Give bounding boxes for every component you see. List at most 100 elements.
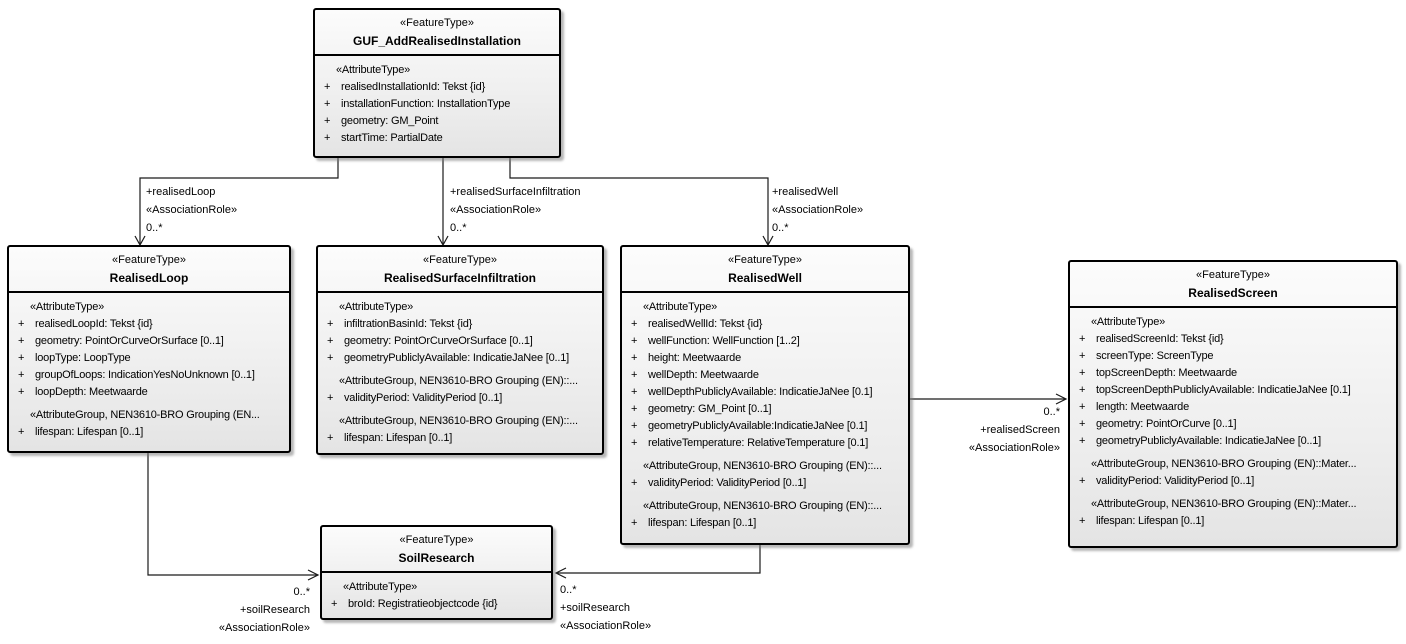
- visibility-marker: +: [327, 392, 334, 404]
- class-name: GUF_AddRealisedInstallation: [352, 34, 522, 48]
- attribute-row: +geometry: PointOrCurveOrSurface [0..1]: [318, 333, 602, 350]
- attribute-text: length: Meetwaarde: [1096, 401, 1190, 413]
- compartment-stereotype: «AttributeGroup, NEN3610-BRO Grouping (E…: [622, 498, 908, 515]
- stereotype-text: «AttributeGroup, NEN3610-BRO Grouping (E…: [339, 375, 578, 387]
- attribute-text: realisedLoopId: Tekst {id}: [35, 318, 153, 330]
- class-box-guf-add-realised-installation[interactable]: «FeatureType» GUF_AddRealisedInstallatio…: [313, 8, 561, 158]
- attribute-text: geometryPubliclyAvailable: IndicatieJaNe…: [344, 352, 569, 364]
- stereotype-text: «AttributeGroup, NEN3610-BRO Grouping (E…: [1091, 458, 1357, 470]
- arrowhead-left-icon: [554, 567, 567, 579]
- association-label-realised-well: +realisedWell «AssociationRole» 0..*: [772, 183, 863, 237]
- association-stereotype: «AssociationRole»: [560, 620, 652, 632]
- attributes-compartment: «AttributeType» + realisedScreenId: Tekst …: [1070, 308, 1396, 530]
- attribute-row: + lifespan: Lifespan [0..1]: [9, 424, 289, 441]
- visibility-marker: +: [18, 335, 25, 347]
- arrowhead-right-icon: [1055, 393, 1068, 405]
- association-stereotype: «AssociationRole»: [218, 622, 310, 634]
- association-multiplicity: 0..*: [1043, 406, 1060, 418]
- association-label-soil-research-from-loop: 0..* +soilResearch «AssociationRole»: [160, 583, 310, 637]
- compartment-stereotype: «AttributeType»: [1070, 314, 1396, 331]
- visibility-marker: +: [331, 598, 338, 610]
- class-header: «FeatureType» SoilResearch: [322, 527, 551, 573]
- visibility-marker: +: [1079, 475, 1086, 487]
- visibility-marker: +: [631, 437, 638, 449]
- compartment-stereotype: «AttributeType»: [622, 299, 908, 316]
- class-header: «FeatureType» RealisedScreen: [1070, 262, 1396, 308]
- association-role-name: +realisedScreen: [980, 424, 1060, 436]
- class-name: RealisedSurfaceInfiltration: [383, 271, 537, 285]
- visibility-marker: +: [324, 132, 331, 144]
- visibility-marker: +: [1079, 384, 1086, 396]
- association-multiplicity: 0..*: [146, 222, 163, 234]
- association-label-realised-screen: 0..* +realisedScreen «AssociationRole»: [900, 403, 1060, 457]
- attribute-row: +geometry: GM_Point: [315, 113, 559, 130]
- attributes-compartment: «AttributeType» + realisedLoopId: Tekst {i…: [9, 293, 289, 441]
- association-line-soil-research-from-well: [554, 545, 761, 579]
- visibility-marker: +: [631, 420, 638, 432]
- stereotype-text: «AttributeGroup, NEN3610-BRO Grouping (E…: [339, 415, 578, 427]
- association-multiplicity: 0..*: [772, 222, 789, 234]
- compartment-stereotype: «AttributeGroup, NEN3610-BRO Grouping (E…: [318, 413, 602, 430]
- visibility-marker: +: [631, 318, 638, 330]
- class-box-realised-screen[interactable]: «FeatureType» RealisedScreen «AttributeT…: [1068, 260, 1398, 548]
- visibility-marker: +: [324, 98, 331, 110]
- attribute-row: +broId: Registratieobjectcode {id}: [322, 596, 551, 613]
- attribute-row: +geometryPubliclyAvailable:IndicatieJaNe…: [622, 418, 908, 435]
- attribute-text: realisedInstallationId: Tekst {id}: [341, 81, 486, 93]
- class-box-soil-research[interactable]: «FeatureType» SoilResearch «AttributeTyp…: [320, 525, 553, 620]
- association-line-realised-surface-infiltration: [437, 158, 449, 247]
- attribute-text: screenType: ScreenType: [1096, 350, 1214, 362]
- attribute-text: validityPeriod: ValidityPeriod [0..1]: [1096, 475, 1255, 487]
- attribute-row: +geometry: PointOrCurveOrSurface [0..1]: [9, 333, 289, 350]
- class-header: «FeatureType» RealisedLoop: [9, 247, 289, 293]
- visibility-marker: +: [18, 426, 25, 438]
- association-role-name: +realisedWell: [772, 186, 839, 198]
- arrowhead-right-icon: [307, 569, 320, 581]
- visibility-marker: +: [631, 403, 638, 415]
- association-line-realised-screen: [910, 393, 1068, 405]
- association-stereotype: «AssociationRole»: [968, 442, 1060, 454]
- visibility-marker: +: [327, 318, 334, 330]
- attributes-compartment: «AttributeType» +broId: Registratieobject…: [322, 573, 551, 613]
- stereotype-text: «AttributeType»: [30, 301, 105, 313]
- visibility-marker: +: [631, 335, 638, 347]
- visibility-marker: +: [1079, 333, 1086, 345]
- attribute-text: geometry: GM_Point [0..1]: [648, 403, 772, 415]
- visibility-marker: +: [327, 335, 334, 347]
- attribute-row: + realisedScreenId: Tekst {id}: [1070, 331, 1396, 348]
- visibility-marker: +: [1079, 401, 1086, 413]
- association-label-soil-research-from-well: 0..* +soilResearch «AssociationRole»: [560, 581, 651, 635]
- attribute-row: + validityPeriod: ValidityPeriod [0..1]: [1070, 473, 1396, 490]
- class-header: «FeatureType» GUF_AddRealisedInstallatio…: [315, 10, 559, 56]
- class-stereotype: «FeatureType»: [1196, 269, 1270, 281]
- attribute-row: + length: Meetwaarde: [1070, 399, 1396, 416]
- compartment-stereotype: «AttributeType»: [322, 579, 551, 596]
- class-header: «FeatureType» RealisedWell: [622, 247, 908, 293]
- attribute-row: +screenType: ScreenType: [1070, 348, 1396, 365]
- attribute-text: realisedScreenId: Tekst {id}: [1096, 333, 1224, 345]
- class-box-realised-surface-infiltration[interactable]: «FeatureType» RealisedSurfaceInfiltratio…: [316, 245, 604, 455]
- class-name: SoilResearch: [398, 551, 475, 565]
- association-multiplicity: 0..*: [450, 222, 467, 234]
- attribute-row: +geometry: PointOrCurve [0..1]: [1070, 416, 1396, 433]
- visibility-marker: +: [631, 477, 638, 489]
- association-role-name: +soilResearch: [560, 602, 631, 614]
- class-box-realised-well[interactable]: «FeatureType» RealisedWell «AttributeTyp…: [620, 245, 910, 545]
- stereotype-text: «AttributeType»: [1091, 316, 1166, 328]
- attribute-text: lifespan: Lifespan [0..1]: [35, 426, 144, 438]
- visibility-marker: +: [1079, 515, 1086, 527]
- attribute-text: startTime: PartialDate: [341, 132, 443, 144]
- attribute-text: wellFunction: WellFunction [1..2]: [648, 335, 800, 347]
- visibility-marker: +: [1079, 418, 1086, 430]
- visibility-marker: +: [324, 115, 331, 127]
- attribute-text: wellDepthPubliclyAvailable: IndicatieJaN…: [648, 386, 873, 398]
- attribute-row: +realisedInstallationId: Tekst {id}: [315, 79, 559, 96]
- class-box-realised-loop[interactable]: «FeatureType» RealisedLoop «AttributeTyp…: [7, 245, 291, 453]
- class-stereotype: «FeatureType»: [112, 254, 186, 266]
- class-stereotype: «FeatureType»: [400, 17, 474, 29]
- association-multiplicity: 0..*: [560, 584, 577, 596]
- stereotype-text: «AttributeType»: [343, 581, 418, 593]
- attribute-row: +relativeTemperature: RelativeTemperatur…: [622, 435, 908, 452]
- attribute-text: lifespan: Lifespan [0..1]: [344, 432, 453, 444]
- attribute-row: +wellDepthPubliclyAvailable: IndicatieJa…: [622, 384, 908, 401]
